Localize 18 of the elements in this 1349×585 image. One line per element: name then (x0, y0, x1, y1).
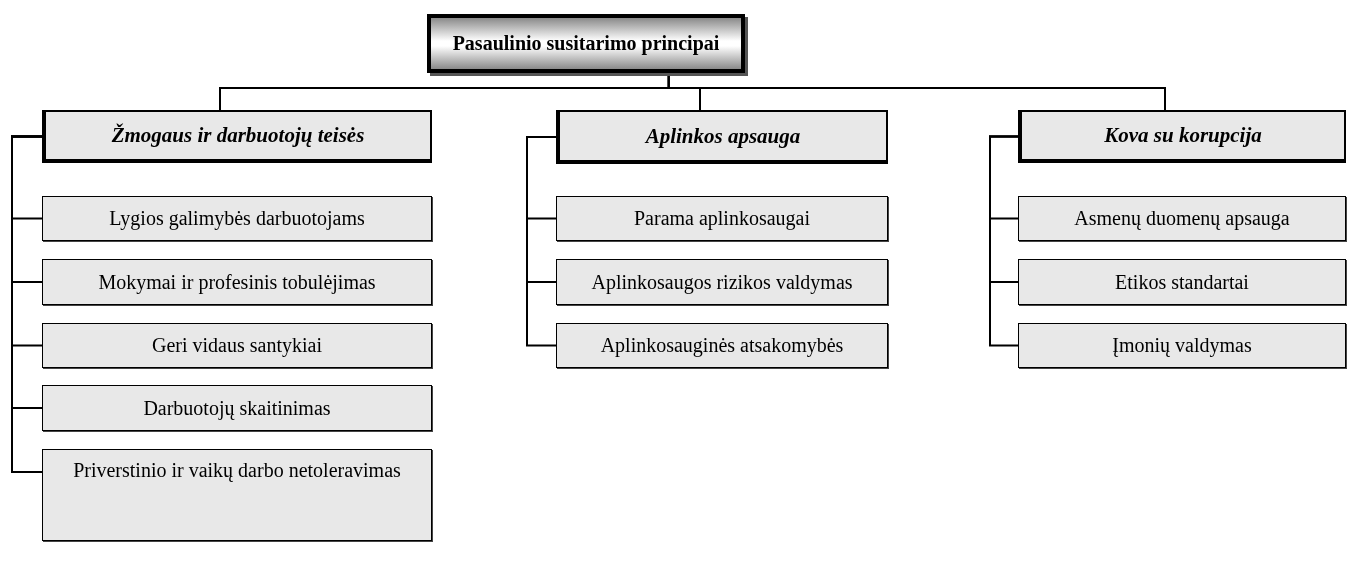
connector-line (526, 136, 557, 347)
item-box: Parama aplinkosaugai (556, 196, 888, 241)
connector-line (11, 135, 43, 473)
category-box: Žmogaus ir darbuotojų teisės (42, 110, 432, 163)
item-box: Priverstinio ir vaikų darbo netoleravimas (42, 449, 432, 541)
item-box: Įmonių valdymas (1018, 323, 1346, 368)
item-box: Darbuotojų skaitinimas (42, 385, 432, 431)
category-box: Kova su korupcija (1018, 110, 1346, 163)
title-box: Pasaulinio susitarimo principai (427, 14, 745, 73)
item-box: Mokymai ir profesinis tobulėjimas (42, 259, 432, 305)
item-box: Aplinkosaugos rizikos valdymas (556, 259, 888, 305)
connector-line (989, 135, 1019, 347)
item-box: Etikos standartai (1018, 259, 1346, 305)
item-box: Geri vidaus santykiai (42, 323, 432, 368)
category-box: Aplinkos apsauga (556, 110, 888, 164)
item-box: Lygios galimybės darbuotojams (42, 196, 432, 241)
item-box: Aplinkosauginės atsakomybės (556, 323, 888, 368)
item-box: Asmenų duomenų apsauga (1018, 196, 1346, 241)
